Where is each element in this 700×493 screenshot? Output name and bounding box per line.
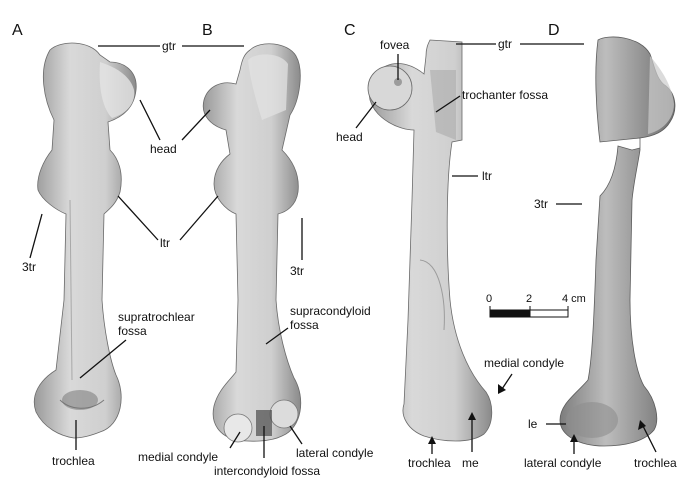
label-supratrochlear-line1: supratrochlear <box>118 310 195 324</box>
label-lateral-condyle-b: lateral condyle <box>296 446 374 460</box>
label-supracondyloid: supracondyloid fossa <box>290 304 371 332</box>
label-supratrochlear-line2: fossa <box>118 324 147 338</box>
label-fovea: fovea <box>380 38 410 52</box>
label-medial-condyle-b: medial condyle <box>138 450 219 464</box>
label-trochlea-d: trochlea <box>634 456 677 470</box>
label-supracondyloid-line1: supracondyloid <box>290 304 371 318</box>
label-head-c: head <box>336 130 363 144</box>
label-3tr-a: 3tr <box>22 260 37 274</box>
scale-bar <box>489 306 569 318</box>
panel-label-c: C <box>344 22 356 39</box>
label-head-ab: head <box>150 142 177 156</box>
scale-tick-0: 0 <box>486 293 493 305</box>
femur-view-a <box>33 42 137 439</box>
label-trochlea-c: trochlea <box>408 456 451 470</box>
arrowheads <box>428 384 646 444</box>
scale-tick-4cm: 4 cm <box>562 293 586 305</box>
label-le: le <box>528 417 538 431</box>
panel-label-b: B <box>202 22 213 39</box>
label-gtr-cd: gtr <box>498 37 513 51</box>
leader-lines <box>29 43 657 458</box>
label-gtr-ab: gtr <box>162 39 177 53</box>
label-lateral-condyle-d: lateral condyle <box>524 456 602 470</box>
femur-view-d <box>559 36 676 447</box>
label-me: me <box>462 456 479 470</box>
label-trochlea-a: trochlea <box>52 454 95 468</box>
femur-view-b <box>202 43 302 443</box>
label-medial-condyle-c: medial condyle <box>484 356 565 370</box>
label-supratrochlear: supratrochlear fossa <box>118 310 195 338</box>
label-intercondyloid-fossa: intercondyloid fossa <box>214 464 321 478</box>
label-trochanter-fossa: trochanter fossa <box>462 88 549 102</box>
panel-label-d: D <box>548 22 560 39</box>
panel-label-a: A <box>12 22 23 39</box>
label-ltr-c: ltr <box>482 169 492 183</box>
label-ltr-ab: ltr <box>160 236 170 250</box>
label-3tr-b: 3tr <box>290 264 305 278</box>
label-supracondyloid-line2: fossa <box>290 318 319 332</box>
femur-view-c <box>367 39 493 442</box>
label-3tr-d: 3tr <box>534 197 549 211</box>
scale-tick-2: 2 <box>526 293 533 305</box>
